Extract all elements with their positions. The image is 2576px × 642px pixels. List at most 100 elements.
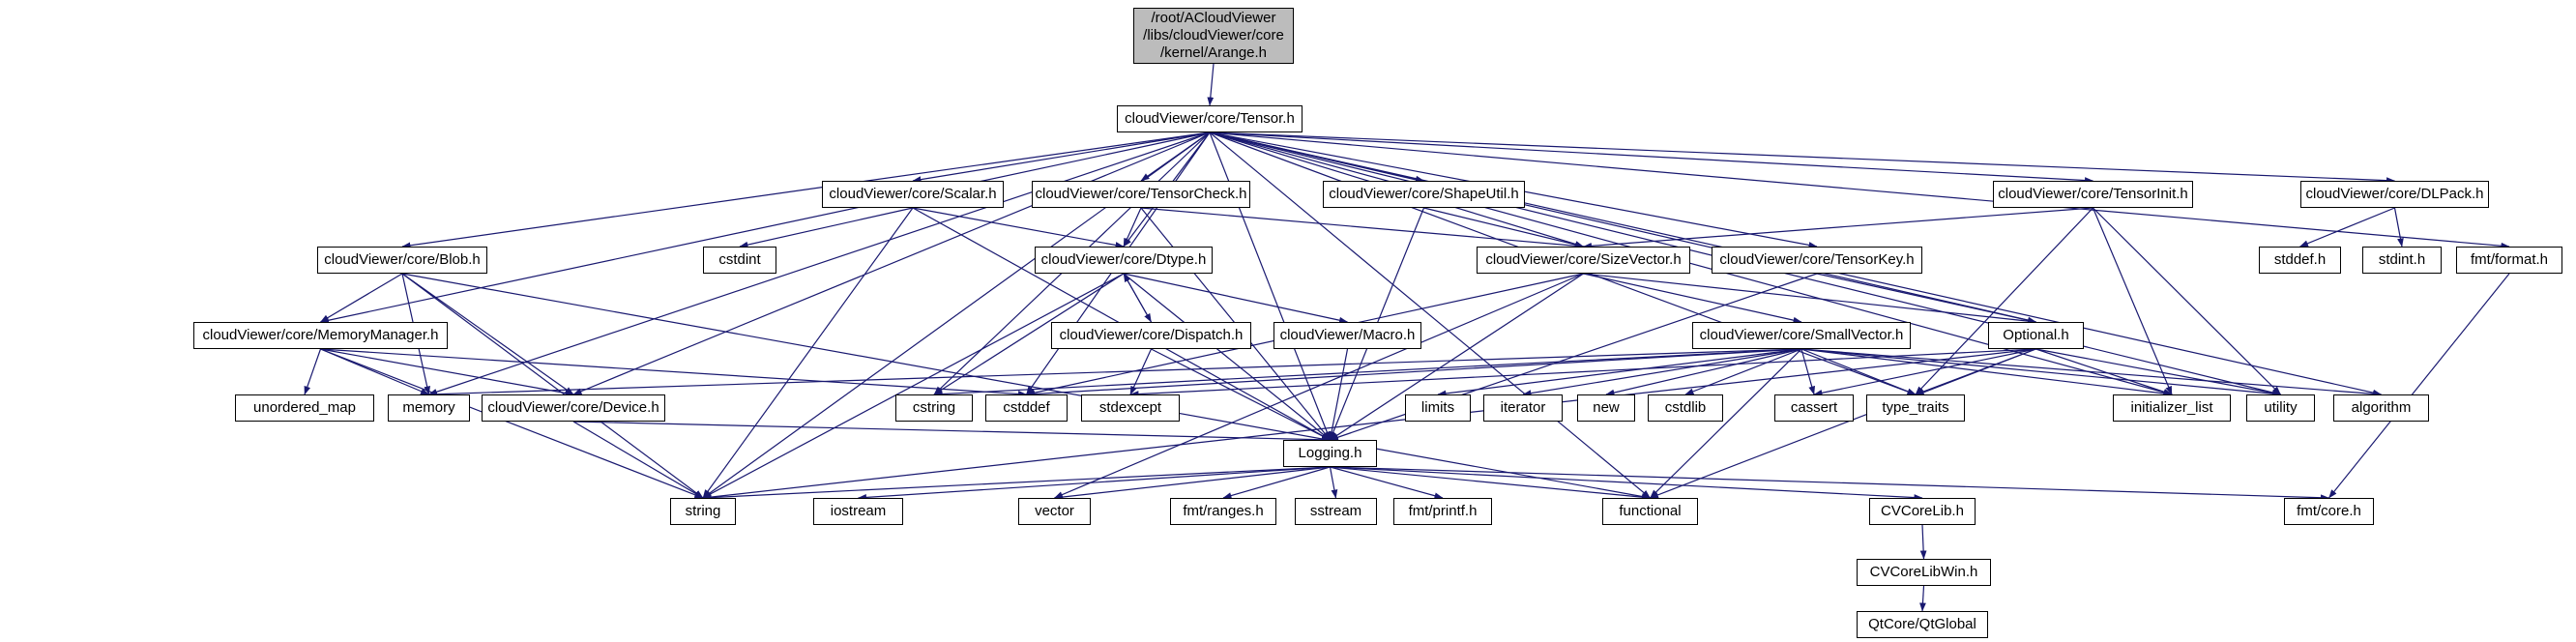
graph-node-stdexcept[interactable]: stdexcept <box>1081 394 1180 422</box>
node-label: stdexcept <box>1098 399 1162 416</box>
graph-node-blob[interactable]: cloudViewer/core/Blob.h <box>317 247 487 274</box>
edge-device-to-string <box>572 421 704 499</box>
node-label: unordered_map <box>253 399 356 416</box>
graph-node-device[interactable]: cloudViewer/core/Device.h <box>482 394 665 422</box>
node-label: cloudViewer/core/TensorInit.h <box>1998 186 2188 202</box>
graph-node-qtglobal[interactable]: QtCore/QtGlobal <box>1857 611 1988 638</box>
edge-arange-to-tensor <box>1207 63 1215 106</box>
node-label: cloudViewer/core/Tensor.h <box>1125 110 1295 127</box>
graph-node-initializer_list[interactable]: initializer_list <box>2113 394 2231 422</box>
edge-dispatch-to-stdexcept <box>1129 348 1153 395</box>
edge-sizevector-to-logging <box>1330 273 1584 441</box>
node-label: limits <box>1420 399 1455 416</box>
edge-tensor-to-optional <box>1209 131 2036 324</box>
graph-node-dtype[interactable]: cloudViewer/core/Dtype.h <box>1035 247 1213 274</box>
node-label: Logging.h <box>1298 445 1362 461</box>
edge-tensor-to-logging <box>1209 131 1332 441</box>
node-label: cloudViewer/core/TensorCheck.h <box>1035 186 1247 202</box>
node-label: memory <box>402 399 455 416</box>
graph-node-tensorkey[interactable]: cloudViewer/core/TensorKey.h <box>1712 247 1922 274</box>
graph-node-functional[interactable]: functional <box>1602 498 1698 525</box>
node-label: new <box>1593 399 1620 416</box>
node-label: cassert <box>1790 399 1838 416</box>
edge-scalar-to-string <box>702 207 914 499</box>
node-label: cstring <box>912 399 956 416</box>
graph-node-new[interactable]: new <box>1577 394 1635 422</box>
node-label: cloudViewer/core/Device.h <box>487 399 659 416</box>
graph-node-memory[interactable]: memory <box>388 394 470 422</box>
graph-node-cstring[interactable]: cstring <box>895 394 973 422</box>
graph-node-cstdlib[interactable]: cstdlib <box>1648 394 1723 422</box>
graph-node-stdint[interactable]: stdint.h <box>2362 247 2442 274</box>
node-label: cloudViewer/core/ShapeUtil.h <box>1329 186 1519 202</box>
graph-node-optional[interactable]: Optional.h <box>1988 322 2084 349</box>
graph-node-iostream[interactable]: iostream <box>813 498 903 525</box>
graph-node-shapeutil[interactable]: cloudViewer/core/ShapeUtil.h <box>1323 181 1525 208</box>
node-label: stdint.h <box>2378 251 2426 268</box>
graph-node-cstddef[interactable]: cstddef <box>985 394 1068 422</box>
edge-fmtformat-to-fmtcore <box>2328 273 2510 499</box>
node-label: CVCoreLib.h <box>1881 503 1964 519</box>
edge-sizevector-to-vector <box>1054 273 1584 499</box>
edge-cvcorelibwin-to-qtglobal <box>1919 585 1926 612</box>
graph-node-memorymanager[interactable]: cloudViewer/core/MemoryManager.h <box>193 322 448 349</box>
graph-node-macro[interactable]: cloudViewer/Macro.h <box>1273 322 1421 349</box>
graph-node-dlpack[interactable]: cloudViewer/core/DLPack.h <box>2300 181 2489 208</box>
edge-optional-to-initializer_list <box>2035 348 2173 395</box>
graph-node-sstream[interactable]: sstream <box>1295 498 1377 525</box>
graph-node-fmtformat[interactable]: fmt/format.h <box>2456 247 2562 274</box>
graph-node-smallvector[interactable]: cloudViewer/core/SmallVector.h <box>1692 322 1911 349</box>
graph-node-cassert[interactable]: cassert <box>1774 394 1854 422</box>
edge-memorymanager-to-string <box>320 348 704 499</box>
edge-logging-to-functional <box>1330 466 1651 501</box>
edge-smallvector-to-functional <box>1650 348 1802 499</box>
graph-node-utility[interactable]: utility <box>2246 394 2315 422</box>
node-label: /libs/cloudViewer/core <box>1143 27 1284 44</box>
graph-node-fmtcore[interactable]: fmt/core.h <box>2284 498 2374 525</box>
edge-tensor-to-memory <box>428 131 1211 395</box>
graph-node-cvcorelib[interactable]: CVCoreLib.h <box>1869 498 1976 525</box>
graph-node-vector[interactable]: vector <box>1018 498 1091 525</box>
node-label: cloudViewer/core/Scalar.h <box>829 186 997 202</box>
graph-node-string[interactable]: string <box>670 498 736 525</box>
edge-sizevector-to-smallvector <box>1583 273 1802 324</box>
graph-node-sizevector[interactable]: cloudViewer/core/SizeVector.h <box>1477 247 1690 274</box>
edge-dtype-to-logging <box>1123 273 1331 441</box>
node-label: iterator <box>1500 399 1546 416</box>
graph-node-algorithm[interactable]: algorithm <box>2333 394 2429 422</box>
edge-memorymanager-to-unordered_map <box>304 348 322 395</box>
graph-node-logging[interactable]: Logging.h <box>1283 440 1377 467</box>
edge-tensorinit-to-sizevector <box>1583 207 2093 249</box>
edge-tensorinit-to-utility <box>2093 207 2281 395</box>
node-label: utility <box>2264 399 2298 416</box>
edge-tensor-to-functional <box>1209 131 1651 499</box>
edge-smallvector-to-cstring <box>933 348 1802 397</box>
graph-node-stddef[interactable]: stddef.h <box>2259 247 2341 274</box>
graph-node-unordered_map[interactable]: unordered_map <box>235 394 374 422</box>
edge-tensorinit-to-initializer_list <box>2092 207 2173 395</box>
node-label: iostream <box>830 503 887 519</box>
edge-logging-to-iostream <box>858 466 1331 501</box>
graph-node-type_traits[interactable]: type_traits <box>1866 394 1965 422</box>
edge-logging-to-cvcorelib <box>1330 466 1923 501</box>
graph-node-scalar[interactable]: cloudViewer/core/Scalar.h <box>822 181 1004 208</box>
graph-node-iterator[interactable]: iterator <box>1483 394 1563 422</box>
edge-logging-to-string <box>702 466 1331 501</box>
edge-shapeutil-to-sizevector <box>1423 207 1584 248</box>
node-label: /root/ACloudViewer <box>1151 10 1276 26</box>
edge-tensorinit-to-type_traits <box>1915 207 2093 395</box>
edge-blob-to-device <box>401 273 574 395</box>
graph-node-cvcorelibwin[interactable]: CVCoreLibWin.h <box>1857 559 1991 586</box>
graph-node-fmtranges[interactable]: fmt/ranges.h <box>1170 498 1276 525</box>
graph-node-limits[interactable]: limits <box>1405 394 1471 422</box>
edge-tensor-to-memorymanager <box>320 131 1211 324</box>
node-label: cloudViewer/core/Dtype.h <box>1040 251 1207 268</box>
graph-node-tensorinit[interactable]: cloudViewer/core/TensorInit.h <box>1993 181 2193 208</box>
graph-node-tensorcheck[interactable]: cloudViewer/core/TensorCheck.h <box>1032 181 1250 208</box>
graph-node-tensor[interactable]: cloudViewer/core/Tensor.h <box>1117 105 1303 132</box>
graph-node-cstdint[interactable]: cstdint <box>703 247 776 274</box>
graph-node-fmtprintf[interactable]: fmt/printf.h <box>1393 498 1492 525</box>
graph-node-dispatch[interactable]: cloudViewer/core/Dispatch.h <box>1051 322 1251 349</box>
node-label: cloudViewer/Macro.h <box>1279 327 1416 343</box>
